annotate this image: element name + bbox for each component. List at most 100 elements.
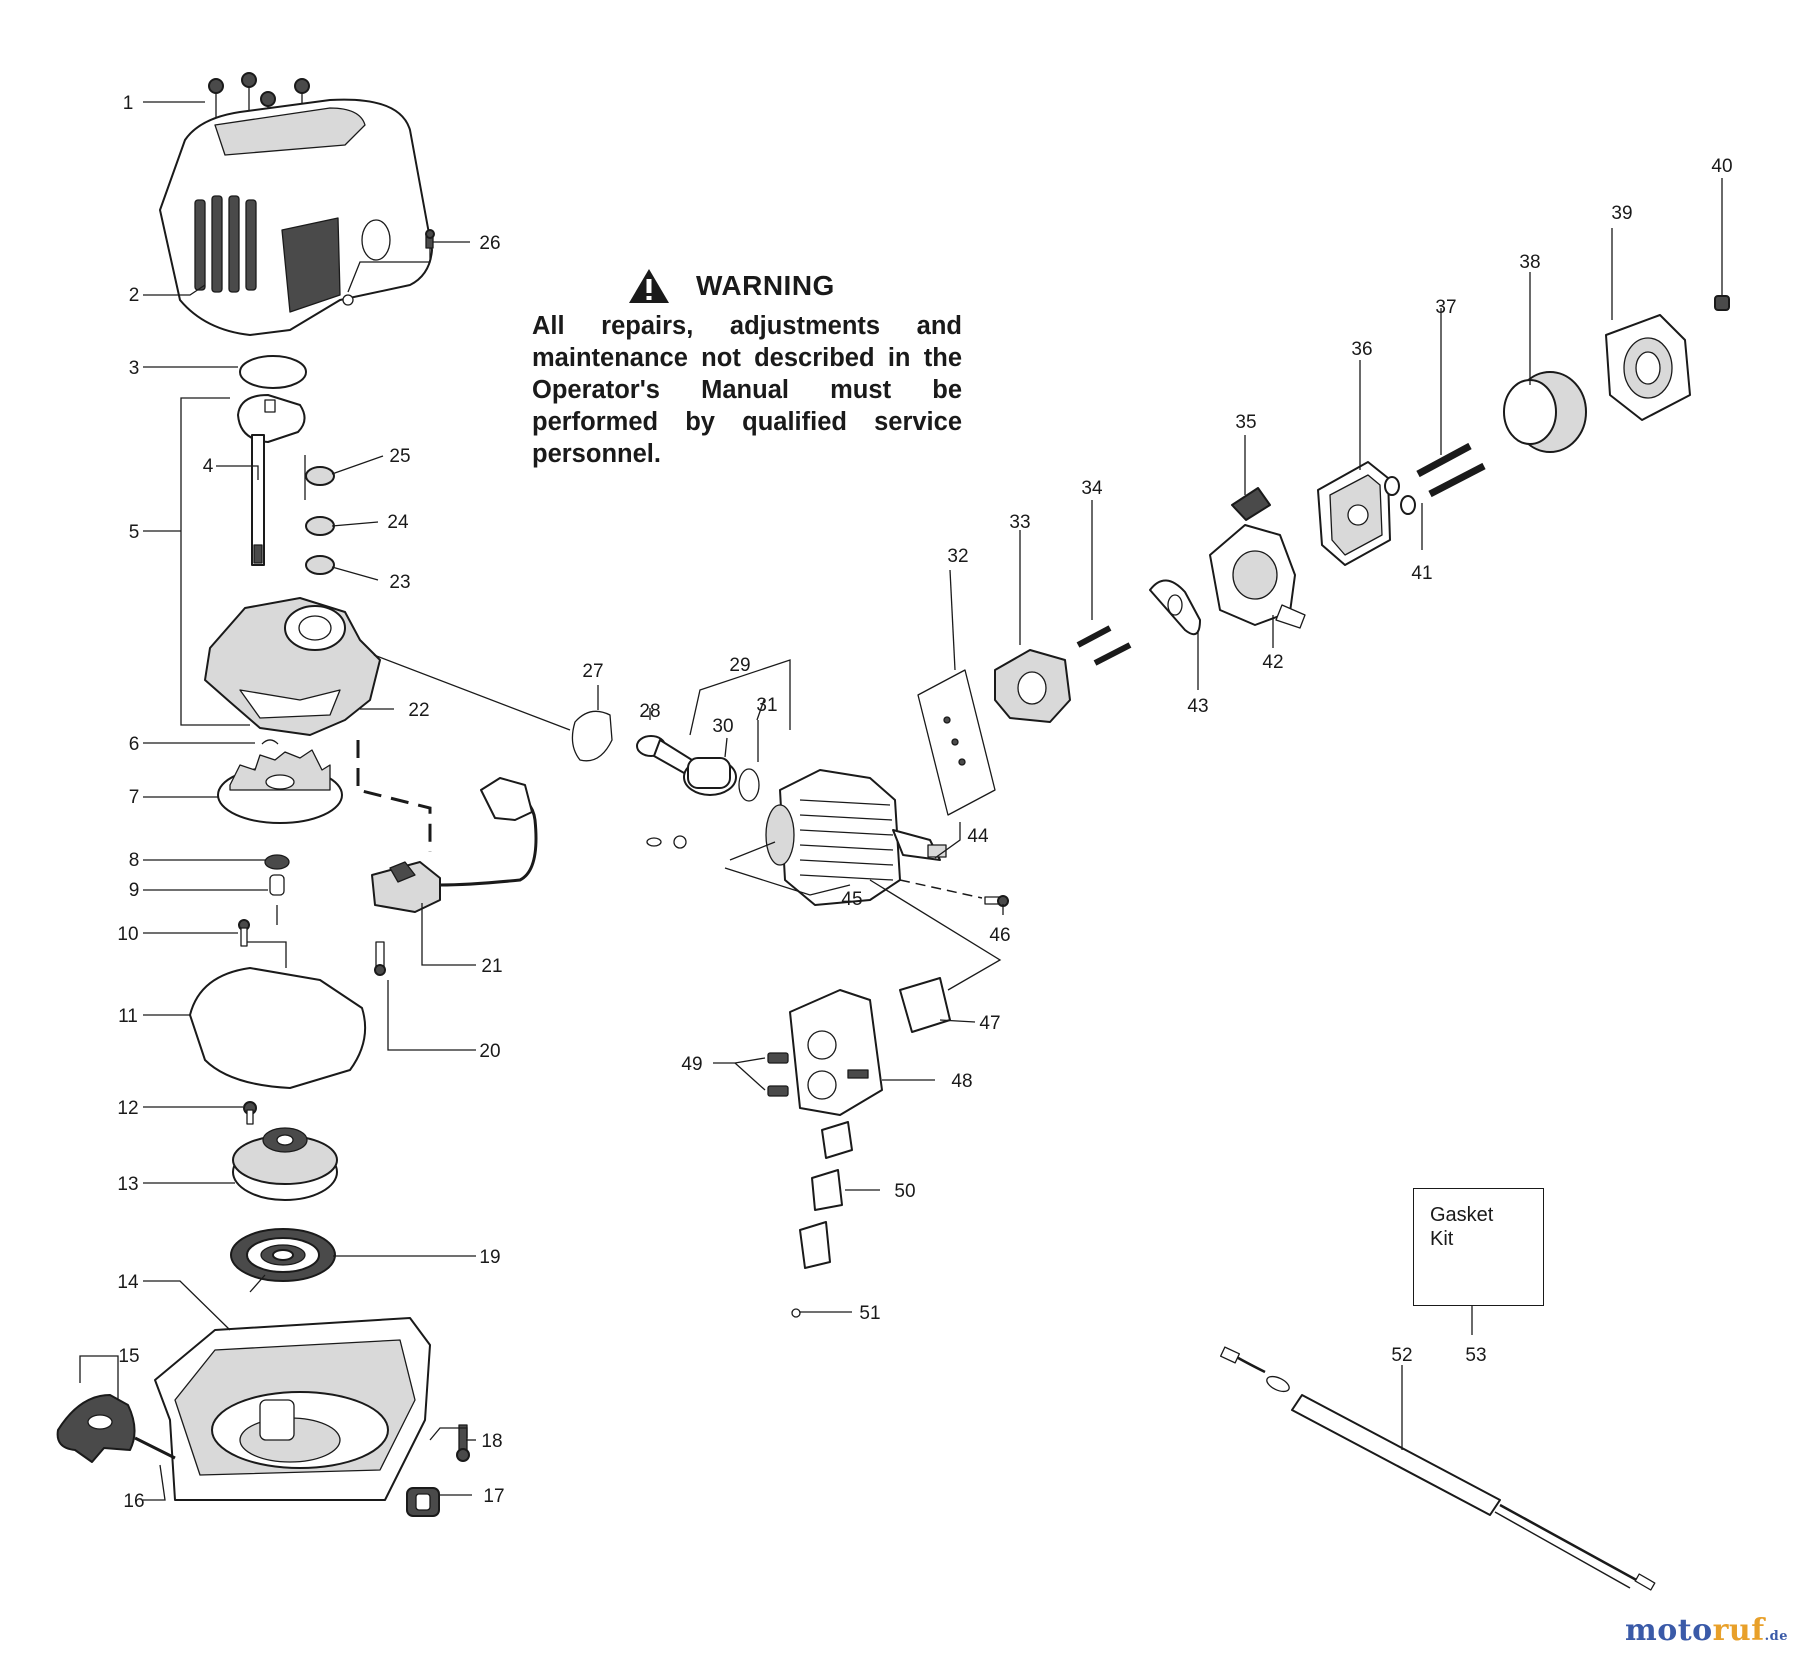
air-filter-element (1503, 371, 1587, 453)
callout-24: 24 (387, 512, 409, 533)
crankshaft (237, 394, 306, 566)
flywheel-bolt (238, 919, 287, 968)
callout-40: 40 (1711, 156, 1732, 177)
callout-38: 38 (1519, 252, 1540, 273)
callout-19: 19 (479, 1247, 500, 1268)
warning-header: WARNING (628, 268, 962, 304)
callout-30: 30 (712, 716, 733, 737)
callout-23: 23 (389, 572, 410, 593)
callout-12: 12 (117, 1098, 138, 1119)
callout-17: 17 (483, 1486, 504, 1507)
starter-housing (154, 1317, 431, 1501)
cylinder (765, 769, 901, 906)
engine-cover (159, 98, 433, 336)
muffler-screws (767, 1052, 789, 1097)
watermark-logo: motoruf.de (1625, 1613, 1788, 1648)
callout-46: 46 (989, 925, 1010, 946)
starter-handle (56, 1394, 136, 1463)
gasket-kit-box: Gasket Kit (1413, 1188, 1544, 1306)
washer (264, 854, 290, 870)
callout-25: 25 (389, 446, 410, 467)
callout-28: 28 (639, 701, 660, 722)
callout-29: 29 (729, 655, 750, 676)
callout-49: 49 (681, 1054, 702, 1075)
callout-8: 8 (129, 850, 140, 871)
callout-44: 44 (967, 826, 989, 847)
air-filter-cover (1605, 314, 1691, 421)
piston (683, 757, 737, 796)
ignition-alignment-path (356, 740, 432, 852)
callout-15: 15 (118, 1346, 139, 1367)
callout-43: 43 (1187, 696, 1208, 717)
warning-message: All repairs, adjustments and maintenance… (532, 312, 962, 468)
callout-34: 34 (1081, 478, 1103, 499)
carburetor-bolts (1076, 625, 1132, 666)
callout-39: 39 (1611, 203, 1632, 224)
callout-41: 41 (1411, 563, 1432, 584)
callout-14: 14 (117, 1272, 139, 1293)
callout-1: 1 (123, 93, 134, 114)
callout-5: 5 (129, 522, 140, 543)
starter-plate (189, 967, 367, 1089)
callout-16: 16 (123, 1491, 144, 1512)
callout-37: 37 (1435, 297, 1456, 318)
filter-cover-screw (1714, 295, 1730, 311)
intake-adapter (994, 649, 1071, 723)
callout-48: 48 (951, 1071, 972, 1092)
callout-18: 18 (481, 1431, 502, 1452)
starter-pulley (232, 1127, 338, 1201)
carburetor (1209, 487, 1306, 629)
ignition-screw (374, 941, 386, 976)
muffler-bolt (899, 879, 1009, 907)
callout-47: 47 (979, 1013, 1000, 1034)
warning-title: WARNING (696, 270, 835, 301)
callout-26: 26 (479, 233, 500, 254)
muffler-gasket (899, 977, 951, 1033)
callout-33: 33 (1009, 512, 1030, 533)
callout-45: 45 (841, 889, 862, 910)
flywheel (217, 749, 343, 824)
air-filter-bolts (1384, 442, 1486, 515)
callout-35: 35 (1235, 412, 1256, 433)
cover-side-screw (347, 229, 435, 293)
cylinder-base-gasket (571, 710, 613, 762)
crankcase (204, 597, 381, 736)
watermark-accent: ruf (1712, 1613, 1765, 1648)
starter-rope (134, 1436, 176, 1460)
bearings (304, 455, 335, 575)
muffler (789, 989, 883, 1116)
callout-31: 31 (756, 695, 777, 716)
spark-plug (892, 829, 947, 861)
callout-22: 22 (408, 700, 429, 721)
o-ring (239, 355, 307, 389)
callout-42: 42 (1262, 652, 1283, 673)
callout-32: 32 (947, 546, 968, 567)
gasket-kit-label: Gasket Kit (1430, 1204, 1494, 1250)
spacer (269, 874, 285, 896)
callout-4: 4 (203, 456, 214, 477)
warning-triangle-icon (629, 269, 669, 303)
air-filter-base (1317, 461, 1391, 566)
watermark-tld: .de (1764, 1629, 1788, 1644)
recoil-spring (230, 1228, 336, 1293)
callout-10: 10 (117, 924, 138, 945)
callout-7: 7 (129, 787, 140, 808)
muffler-nut (791, 1308, 801, 1318)
callout-51: 51 (859, 1303, 880, 1324)
callout-3: 3 (129, 358, 140, 379)
piston-pin-clip (646, 837, 662, 847)
piston-ring (738, 768, 760, 802)
watermark-main: moto (1624, 1613, 1713, 1648)
callout-36: 36 (1351, 339, 1372, 360)
crankcase-assembly-bracket (180, 397, 250, 726)
callout-6: 6 (129, 734, 140, 755)
fuel-line-assembly (1219, 1346, 1656, 1591)
callout-53: 53 (1465, 1345, 1486, 1366)
warning-notice: WARNING All repairs, adjustments and mai… (532, 268, 962, 470)
callout-labels: 1 2 3 4 5 6 7 8 9 10 11 12 13 14 15 16 1… (117, 93, 1732, 1512)
callout-50: 50 (894, 1181, 915, 1202)
callout-9: 9 (129, 880, 140, 901)
callout-27: 27 (582, 661, 603, 682)
